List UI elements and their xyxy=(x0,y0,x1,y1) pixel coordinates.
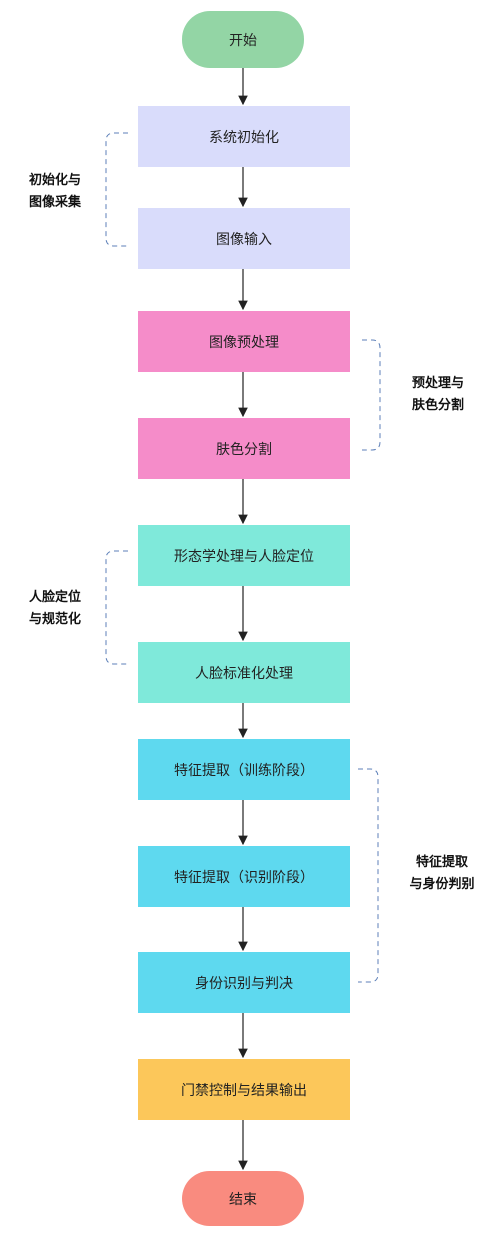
system-init-node: 系统初始化 xyxy=(138,106,350,167)
feature-extract-recognize-node: 特征提取（识别阶段） xyxy=(138,846,350,907)
skin-segmentation-node: 肤色分割 xyxy=(138,418,350,479)
bracket-group-2 xyxy=(362,339,381,451)
group-label-feature-identity: 特征提取 与身份判别 xyxy=(409,855,475,892)
start-node: 开始 xyxy=(182,11,304,68)
end-node: 结束 xyxy=(182,1171,304,1226)
group-label-preprocess-skin: 预处理与 肤色分割 xyxy=(411,376,464,413)
group-label-init-capture: 初始化与 图像采集 xyxy=(28,173,81,210)
bracket-group-1 xyxy=(105,132,128,247)
feature-extract-train-node: 特征提取（训练阶段） xyxy=(138,739,350,800)
bracket-group-4 xyxy=(358,768,379,983)
image-preprocess-node: 图像预处理 xyxy=(138,311,350,372)
morphology-face-locate-node: 形态学处理与人脸定位 xyxy=(138,525,350,586)
image-input-node: 图像输入 xyxy=(138,208,350,269)
access-control-output-node: 门禁控制与结果输出 xyxy=(138,1059,350,1120)
face-normalization-node: 人脸标准化处理 xyxy=(138,642,350,703)
bracket-group-3 xyxy=(105,550,128,665)
identity-decision-node: 身份识别与判决 xyxy=(138,952,350,1013)
group-label-face-locate-normalize: 人脸定位 与规范化 xyxy=(28,590,81,627)
